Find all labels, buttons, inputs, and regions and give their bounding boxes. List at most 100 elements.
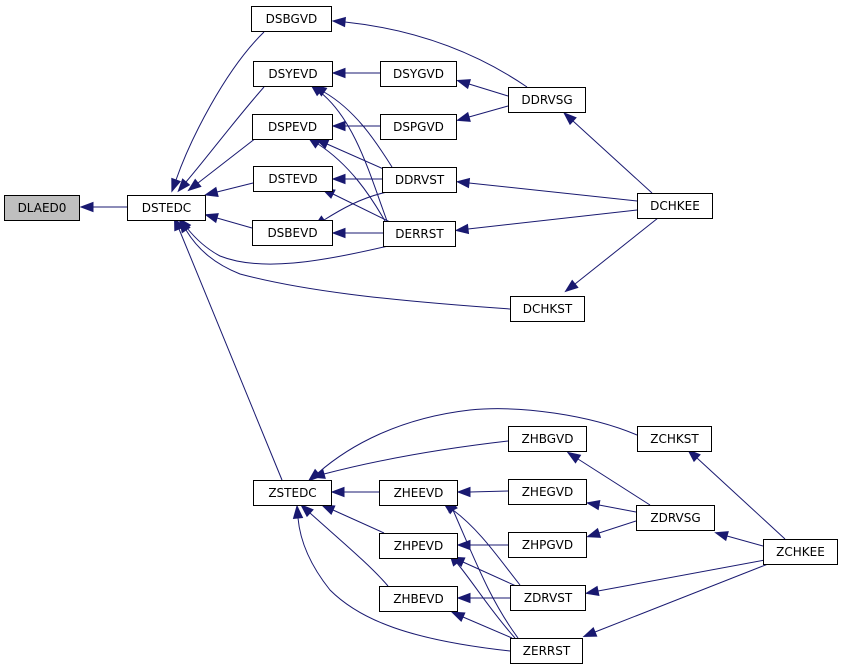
node-box[interactable]	[510, 638, 583, 664]
node-derrst[interactable]: DERRST	[383, 221, 456, 247]
edge-zdrvsg-to-zhpgvd	[586, 520, 637, 538]
node-box[interactable]	[382, 167, 457, 193]
node-dstedc[interactable]: DSTEDC	[127, 195, 206, 221]
edge-line	[332, 193, 391, 223]
edge-zchkee-to-zdrvst	[584, 559, 766, 597]
edge-dsbevd-to-dstedc	[204, 213, 253, 229]
node-dsbevd[interactable]: DSBEVD	[252, 220, 333, 246]
node-box[interactable]	[383, 221, 456, 247]
node-box[interactable]	[508, 532, 587, 558]
edge-dchkee-to-dchkst	[564, 217, 659, 293]
node-zstedc[interactable]: ZSTEDC	[253, 480, 332, 506]
node-box[interactable]	[637, 193, 713, 219]
arrowhead	[204, 213, 219, 224]
node-zhegvd[interactable]: ZHEGVD	[508, 479, 587, 505]
node-zchkst[interactable]: ZCHKST	[637, 426, 712, 452]
arrowhead	[79, 201, 94, 213]
node-box[interactable]	[379, 480, 458, 506]
node-box[interactable]	[380, 114, 457, 140]
node-label: ZERRST	[523, 644, 571, 658]
edge-zdrvst-to-zhpevd	[450, 556, 517, 587]
arrowhead	[331, 227, 346, 239]
node-zhpevd[interactable]: ZHPEVD	[379, 533, 458, 559]
node-box[interactable]	[253, 61, 333, 87]
node-dchkst[interactable]: DCHKST	[510, 296, 585, 322]
node-zhbgvd[interactable]: ZHBGVD	[508, 426, 587, 452]
arrowhead	[177, 178, 191, 193]
edge-line	[185, 86, 265, 183]
node-box[interactable]	[252, 114, 333, 140]
edge-line	[462, 561, 517, 587]
arrowhead	[330, 486, 345, 498]
node-box[interactable]	[637, 426, 712, 452]
edge-line	[216, 182, 254, 193]
node-box[interactable]	[4, 195, 80, 221]
node-zdrvst[interactable]: ZDRVST	[510, 585, 586, 611]
node-zhpgvd[interactable]: ZHPGVD	[508, 532, 587, 558]
node-label: DSBEVD	[267, 226, 317, 240]
edge-dchkee-to-ddrvst	[455, 177, 638, 202]
edge-line	[319, 91, 388, 222]
edge-zheevd-to-zstedc	[330, 486, 379, 498]
node-box[interactable]	[508, 479, 587, 505]
edge-zchkee-to-zerrst	[582, 563, 769, 638]
arrowhead	[563, 112, 577, 126]
arrowhead	[307, 468, 322, 482]
node-box[interactable]	[636, 505, 715, 531]
node-dstevd[interactable]: DSTEVD	[253, 166, 333, 192]
edge-zerrst-to-zstedc	[292, 504, 511, 652]
node-ddrvsg[interactable]: DDRVSG	[508, 87, 586, 113]
node-box[interactable]	[510, 296, 585, 322]
node-box[interactable]	[380, 61, 457, 87]
node-dlaed0[interactable]: DLAED0	[4, 195, 80, 221]
node-ddrvst[interactable]: DDRVST	[382, 167, 457, 193]
arrowhead	[171, 177, 182, 193]
edge-dsygvd-to-dsyevd	[331, 67, 380, 79]
node-label: DSYGVD	[393, 67, 444, 81]
node-label: DCHKST	[523, 302, 573, 316]
node-label: DDRVSG	[521, 93, 572, 107]
node-zchkee[interactable]: ZCHKEE	[763, 539, 838, 565]
node-box[interactable]	[253, 166, 333, 192]
edge-zhpgvd-to-zhpevd	[456, 539, 508, 551]
node-zheevd[interactable]: ZHEEVD	[379, 480, 458, 506]
edge-line	[696, 457, 786, 540]
node-box[interactable]	[510, 585, 586, 611]
node-dsyevd[interactable]: DSYEVD	[253, 61, 333, 87]
arrowhead	[714, 531, 729, 542]
node-dspevd[interactable]: DSPEVD	[252, 114, 333, 140]
edge-line	[317, 408, 638, 474]
node-box[interactable]	[251, 6, 332, 32]
node-dspgvd[interactable]: DSPGVD	[380, 114, 457, 140]
edge-line	[185, 229, 511, 310]
edge-line	[467, 209, 638, 230]
node-dchkee[interactable]: DCHKEE	[637, 193, 713, 219]
node-box[interactable]	[379, 586, 458, 612]
edge-zchkee-to-zchkst	[687, 449, 786, 540]
edge-ddrvst-to-dstevd	[331, 173, 382, 185]
node-box[interactable]	[127, 195, 206, 221]
node-zerrst[interactable]: ZERRST	[510, 638, 583, 664]
edge-zerrst-to-zhbevd	[450, 611, 513, 639]
arrowhead	[331, 16, 346, 28]
node-box[interactable]	[763, 539, 838, 565]
node-box[interactable]	[252, 220, 333, 246]
arrowhead	[566, 451, 582, 464]
node-box[interactable]	[508, 87, 586, 113]
node-label: ZHPGVD	[522, 538, 573, 552]
arrowhead	[173, 216, 185, 232]
node-box[interactable]	[379, 533, 458, 559]
node-box[interactable]	[508, 426, 587, 452]
edge-zchkee-to-zdrvsg	[714, 531, 764, 547]
edge-derrst-to-dsbevd	[331, 227, 383, 239]
node-label: DERRST	[395, 227, 444, 241]
edge-line	[323, 191, 388, 221]
node-box[interactable]	[253, 480, 332, 506]
edge-line	[594, 563, 769, 633]
node-dsygvd[interactable]: DSYGVD	[380, 61, 457, 87]
edge-line	[309, 512, 389, 587]
node-zdrvsg[interactable]: ZDRVSG	[636, 505, 715, 531]
node-label: DDRVST	[395, 173, 445, 187]
node-zhbevd[interactable]: ZHBEVD	[379, 586, 458, 612]
node-dsbgvd[interactable]: DSBGVD	[251, 6, 332, 32]
